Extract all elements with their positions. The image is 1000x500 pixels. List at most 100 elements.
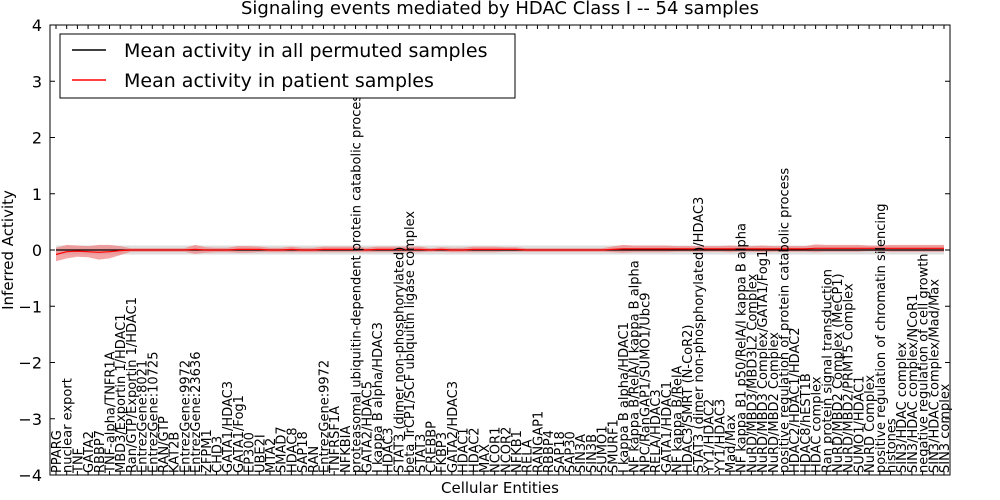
x-tick-label: Mad/Max bbox=[724, 414, 739, 473]
x-tick-label: HDAC3/SMRT (N-CoR2) bbox=[681, 325, 696, 473]
legend-label-2: Mean activity in patient samples bbox=[124, 70, 434, 92]
x-tick-label: NuRD/MBD2 Complex (MeCP1) bbox=[831, 273, 846, 473]
x-axis-title: Cellular Entities bbox=[441, 479, 559, 497]
x-tick-label: GATA1/HDAC3 bbox=[221, 381, 236, 473]
x-tick-label: RAN/GTP bbox=[157, 416, 172, 473]
x-tick-label: STAT3 (dimer non-phosphorylated)/HDAC3 bbox=[692, 197, 707, 473]
x-tick-label: EntrezGene:8021 bbox=[136, 360, 151, 473]
x-tick-label: SUMO1 bbox=[596, 426, 611, 474]
chart-title: Signaling events mediated by HDAC Class … bbox=[241, 0, 759, 19]
x-tick-label: SIN3B bbox=[585, 434, 600, 473]
x-tick-label: SIN3/HDAC complex bbox=[895, 342, 910, 473]
x-tick-label: RELA/HDAC3 bbox=[649, 389, 664, 473]
x-tick-label: RANGAP1 bbox=[531, 411, 546, 473]
x-tick-label: negative regulation of cell growth bbox=[917, 253, 932, 473]
x-tick-label: TNF-alpha/TNFR1A bbox=[104, 351, 119, 474]
x-tick-label: Ran/GTP/Exportin 1/HDAC1 bbox=[125, 297, 140, 473]
x-tick-label: SMURF1 bbox=[606, 419, 621, 473]
x-tick-label: GATA2/HDAC5 bbox=[360, 381, 375, 473]
x-tick-label: SAP18 bbox=[553, 431, 568, 473]
y-axis-title: Inferred Activity bbox=[0, 190, 17, 310]
x-tick-label: I kappa B alpha/HDAC3 bbox=[371, 322, 386, 473]
x-tick-label: NPC/RanGAP1/SUMO1/Ubc9 bbox=[638, 293, 653, 473]
plot-area bbox=[55, 244, 944, 262]
series-line-2 bbox=[55, 247, 944, 256]
x-tick-label: HDAC complex bbox=[810, 376, 825, 473]
x-tick-label: nuclear export bbox=[61, 378, 76, 473]
x-tick-label: SMAD7 bbox=[275, 426, 290, 473]
x-tick-label: STAT3 bbox=[414, 434, 429, 473]
x-tick-label: NF kappa B1 p50/RelA/I kappa B alpha bbox=[735, 223, 750, 473]
x-tick-label: SAP30 bbox=[564, 431, 579, 473]
x-tick-label: TNF bbox=[71, 448, 86, 474]
x-tick-label: SIN3/HDAC complex/NCoR1 bbox=[906, 294, 921, 473]
x-tick-label: RELA bbox=[521, 439, 536, 473]
x-tick-label: MAX bbox=[478, 444, 493, 473]
legend-box bbox=[59, 33, 516, 99]
x-tick-label: GATA1/HDAC1 bbox=[660, 381, 675, 473]
x-tick-label: HDAC2/HDAC1/HDAC2 bbox=[788, 328, 803, 473]
x-tick-label: GATA2/HDAC3 bbox=[446, 381, 461, 473]
x-tick-label: EntrezGene:10725 bbox=[146, 352, 161, 473]
x-tick-label: GATA2 bbox=[82, 431, 97, 473]
x-tick-label: EntrezGene:9972 bbox=[178, 360, 193, 473]
x-tick-label: positive regulation of chromatin silenci… bbox=[874, 203, 889, 473]
x-tick-label: I kappa B alpha/HDAC1 bbox=[617, 322, 632, 473]
y-tick-label: 1 bbox=[32, 185, 42, 204]
y-tick-label: −4 bbox=[18, 466, 42, 485]
x-tick-label: FKBP3 bbox=[435, 432, 450, 473]
x-tick-label: NF kappa B/RelA bbox=[671, 365, 686, 473]
x-tick-label: YY1/HDAC3 bbox=[713, 399, 728, 474]
x-tick-label: HDAC8/hEST1B bbox=[799, 373, 814, 473]
x-tick-label: EntrezGene:23636 bbox=[189, 352, 204, 473]
x-tick-label: KAT2B bbox=[168, 432, 183, 473]
x-tick-label: positive regulation of protein catabolic… bbox=[778, 168, 793, 473]
x-tick-label: UBE2I bbox=[253, 434, 268, 473]
x-tick-label: ZFPM1 bbox=[200, 429, 215, 473]
x-tick-label: NuRD/MBD3 Complex/GATA1/Fog1 bbox=[756, 250, 771, 473]
y-tick-label: −1 bbox=[18, 297, 42, 316]
x-tick-label: HDAC3 bbox=[382, 427, 397, 473]
x-tick-label: NuRD Complex bbox=[863, 375, 878, 473]
y-tick-label: 3 bbox=[32, 72, 42, 91]
x-tick-label: proteasomal ubiquitin-dependent protein … bbox=[350, 88, 365, 473]
x-tick-label: beta TrCP1/SCF ubiquitin ligase complex bbox=[403, 211, 418, 473]
x-tick-label: MTA2 bbox=[264, 438, 279, 473]
x-tick-label: CREBBP bbox=[425, 421, 440, 473]
x-tick-label: histones bbox=[885, 418, 900, 473]
x-tick-label: NFKBIA bbox=[339, 426, 354, 473]
x-tick-label: HDAC1 bbox=[457, 427, 472, 473]
x-tick-label: NCOR2 bbox=[499, 427, 514, 473]
x-tick-label: HDAC2 bbox=[467, 427, 482, 473]
x-tick-label: NFKB1 bbox=[510, 430, 525, 473]
x-tick-label: NuRD/MBD2 Complex bbox=[767, 332, 782, 473]
x-tick-label: SUMO1/HDAC1 bbox=[852, 376, 867, 473]
x-tick-label: PPARG bbox=[50, 430, 65, 473]
x-tick-label: RBBP7 bbox=[93, 430, 108, 473]
x-tick-label: NF kappa B/RelA/I kappa B alpha bbox=[628, 260, 643, 473]
y-tick-label: −2 bbox=[18, 354, 42, 373]
x-tick-label: CHD3 bbox=[211, 436, 226, 473]
x-tick-label: EntrezGene:9972 bbox=[318, 360, 333, 473]
x-tick-label: EP300 bbox=[243, 432, 258, 473]
x-tick-label: GATA1/Fog1 bbox=[232, 395, 247, 473]
y-tick-label: 4 bbox=[32, 16, 42, 35]
x-tick-label: SAP18 bbox=[296, 431, 311, 473]
x-tick-label: NCOR1 bbox=[489, 427, 504, 473]
x-tick-label: STAT3 (dimer non-phosphorylated) bbox=[392, 247, 407, 473]
x-tick-label: TNFRSF1A bbox=[328, 406, 343, 474]
x-tick-label: RAN bbox=[307, 446, 322, 473]
x-tick-label: NuRD/MBD2/PRMT5 Complex bbox=[842, 283, 857, 473]
y-tick-label: −3 bbox=[18, 410, 42, 429]
x-tick-label: SIN3/HDAC complex/Mad/Max bbox=[927, 279, 942, 473]
x-tick-label: YY1/HDAC2 bbox=[703, 399, 718, 474]
plot-frame bbox=[49, 24, 951, 476]
legend-label-1: Mean activity in all permuted samples bbox=[124, 40, 487, 62]
legend: Mean activity in all permuted samplesMea… bbox=[59, 33, 516, 99]
x-tick-label: NuRD/MBD3/MBD3L2 Complex bbox=[745, 273, 760, 473]
x-tick-label: SIN3A bbox=[574, 434, 589, 473]
x-tick-label: HDAC8 bbox=[285, 427, 300, 473]
